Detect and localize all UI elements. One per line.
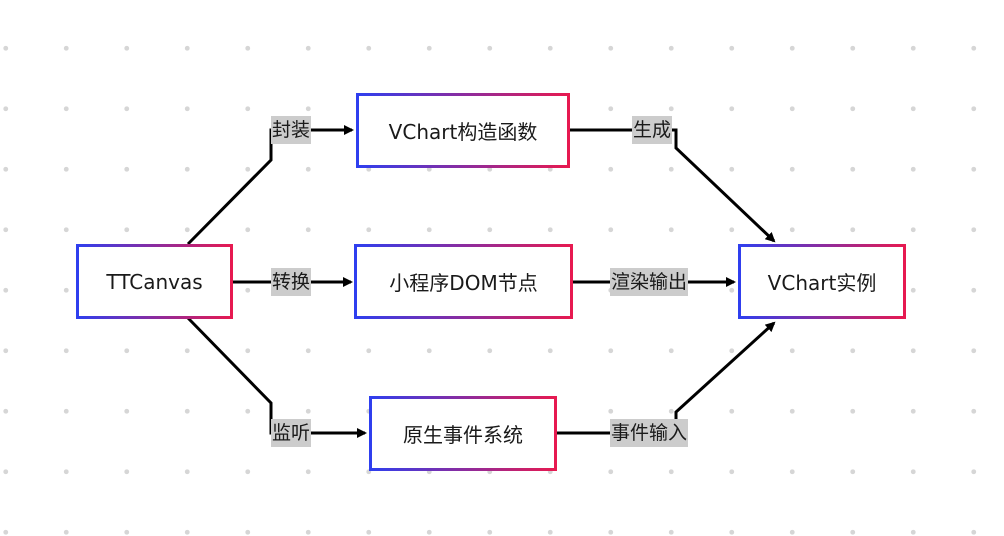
edge-label-wrap: 封装 bbox=[271, 116, 312, 144]
node-native-events-label: 原生事件系统 bbox=[403, 423, 523, 447]
node-miniprogram-dom-label: 小程序DOM节点 bbox=[389, 271, 538, 295]
edge-event-input bbox=[556, 321, 776, 435]
node-vchart-constructor-label: VChart构造函数 bbox=[388, 120, 538, 144]
edge-label-render-output: 渲染输出 bbox=[610, 268, 689, 296]
node-vchart-instance-label: VChart实例 bbox=[767, 271, 877, 295]
edge-wrap bbox=[186, 125, 354, 246]
edge-listen bbox=[186, 316, 367, 438]
node-vchart-instance[interactable]: VChart实例 bbox=[738, 244, 906, 319]
node-vchart-constructor[interactable]: VChart构造函数 bbox=[356, 93, 570, 168]
node-miniprogram-dom[interactable]: 小程序DOM节点 bbox=[354, 244, 573, 319]
edge-label-listen: 监听 bbox=[271, 419, 312, 447]
node-ttcanvas[interactable]: TTCanvas bbox=[76, 244, 233, 319]
node-native-events[interactable]: 原生事件系统 bbox=[369, 396, 557, 471]
edge-label-generate: 生成 bbox=[632, 116, 673, 144]
node-ttcanvas-label: TTCanvas bbox=[106, 269, 203, 294]
edge-label-convert: 转换 bbox=[271, 268, 312, 296]
edge-generate bbox=[569, 128, 776, 243]
edge-label-event-input: 事件输入 bbox=[610, 419, 689, 447]
